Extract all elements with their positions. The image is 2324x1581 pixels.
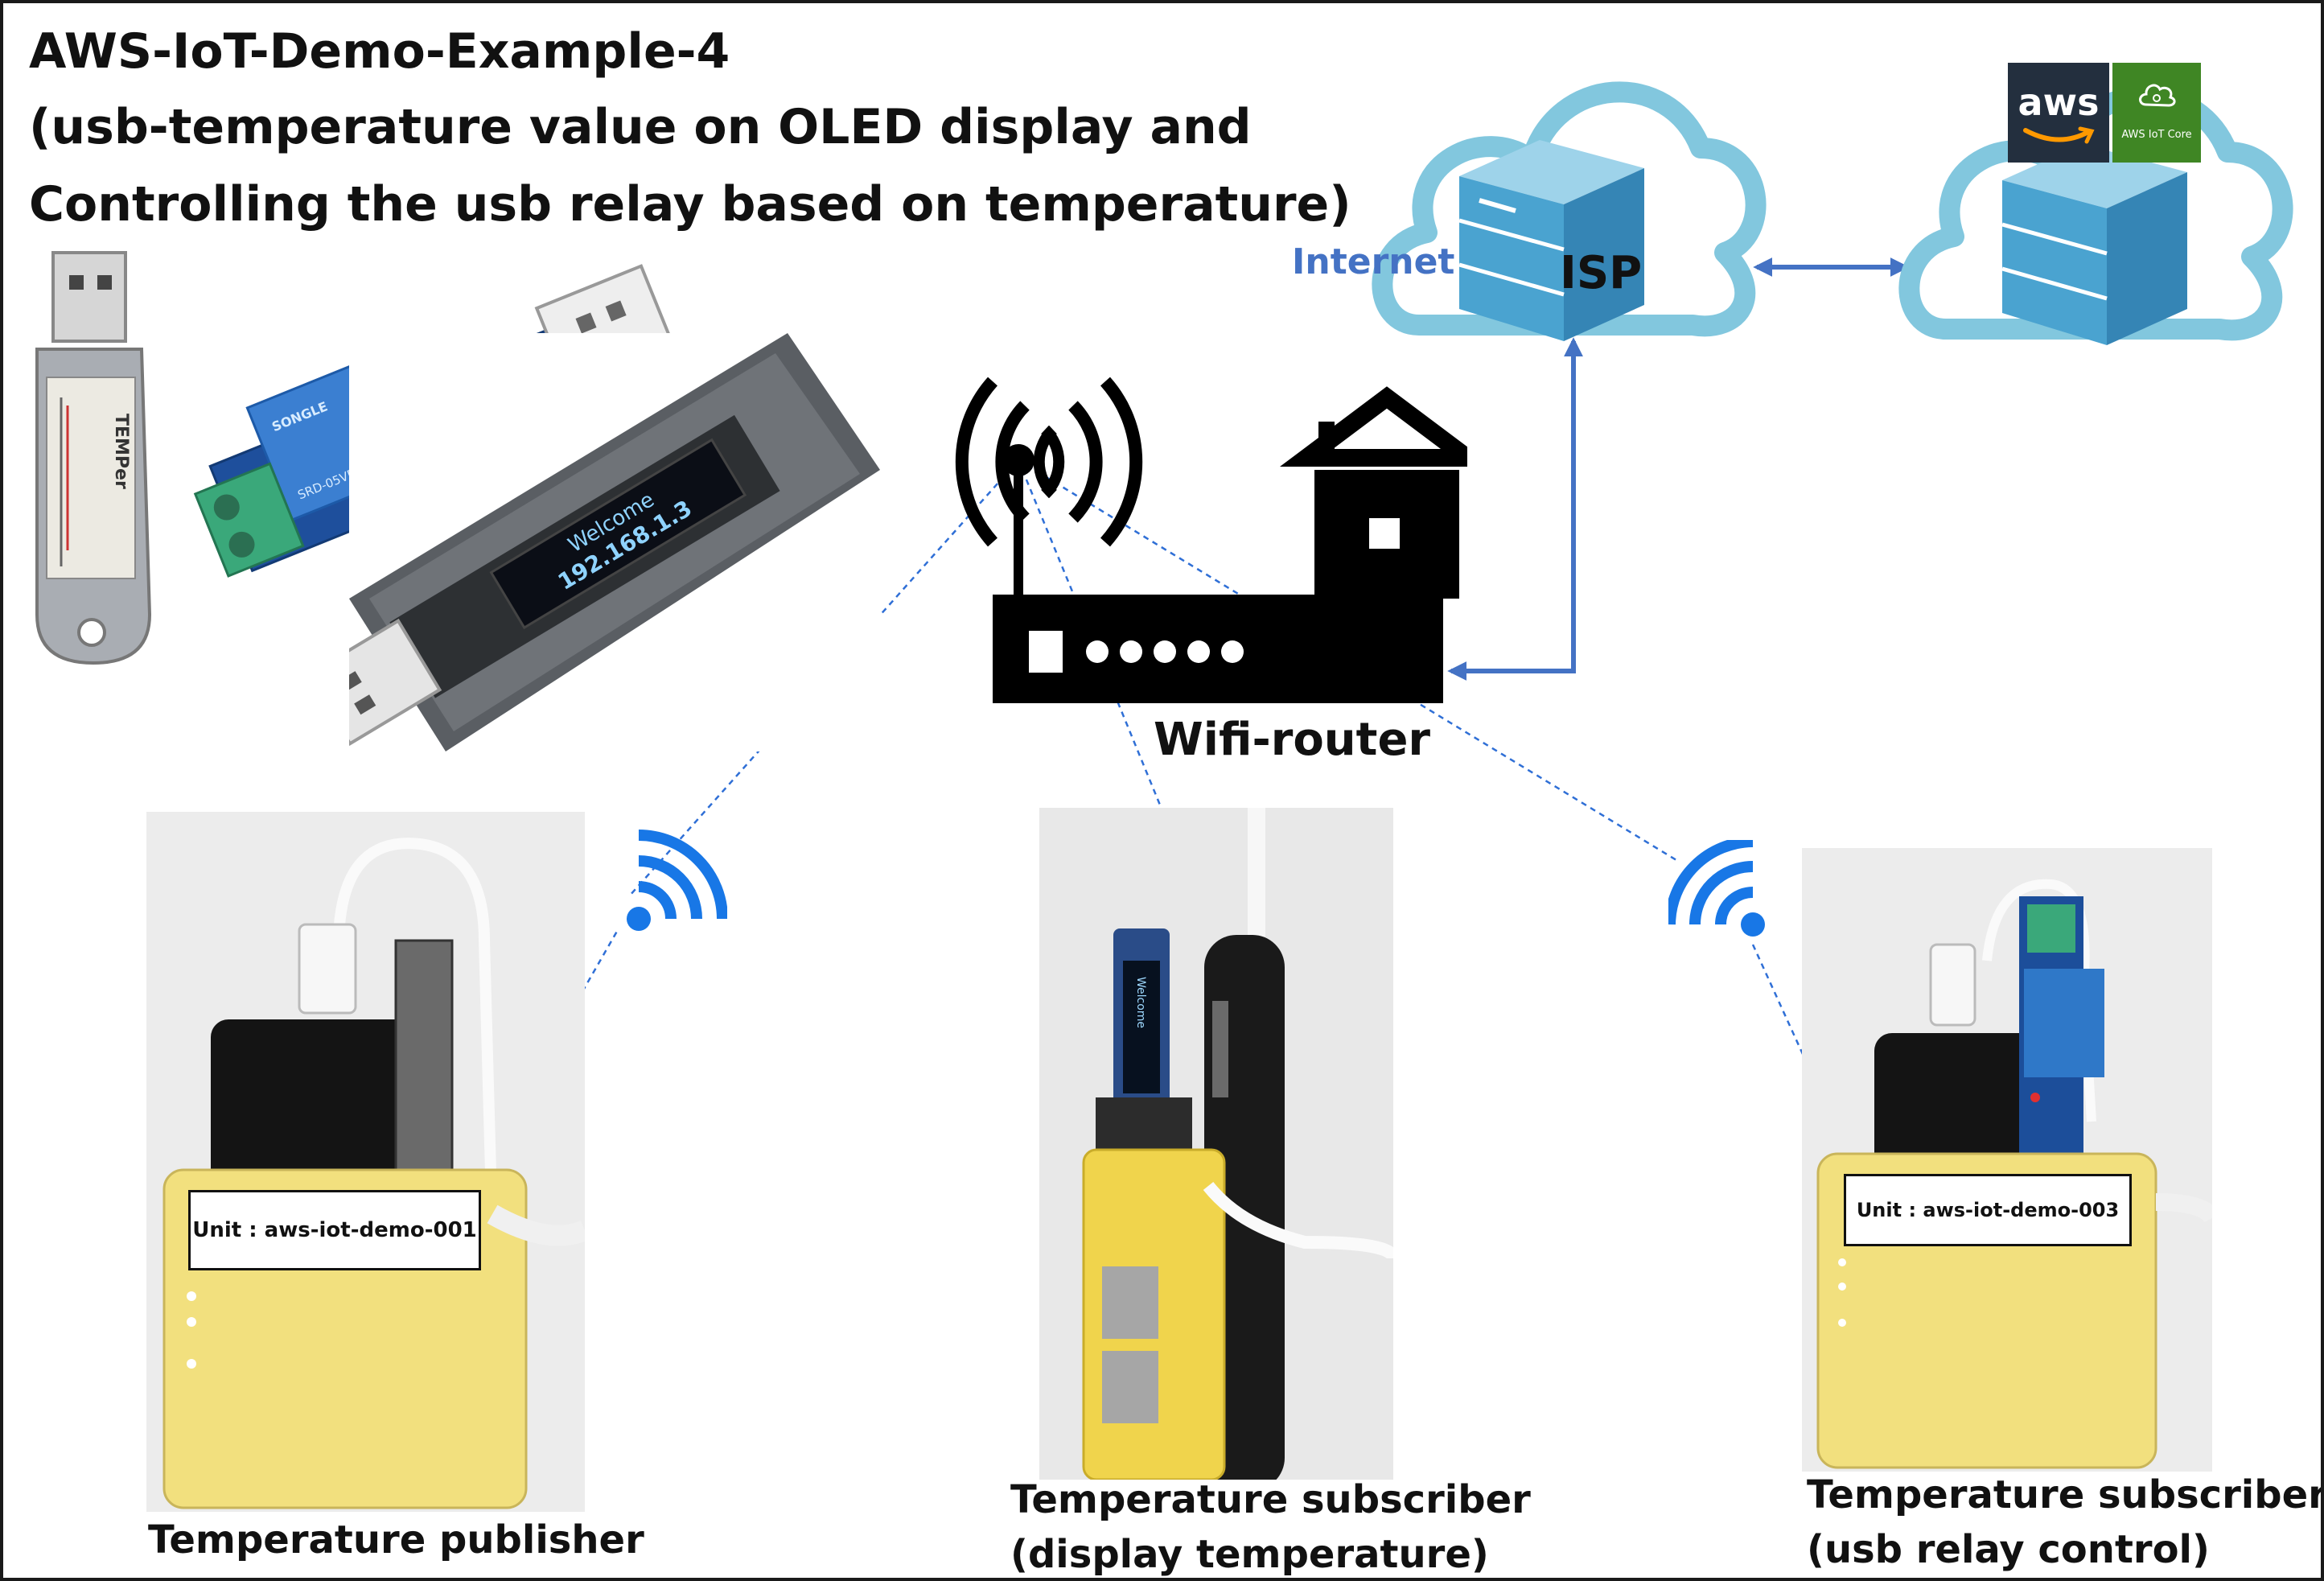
oled-usb-display-photo: Welcome 192.168.1.3: [349, 333, 880, 751]
iot-core-cloud-icon: [2139, 84, 2176, 107]
diagram-title-line-1: AWS-IoT-Demo-Example-4: [29, 23, 730, 80]
oled-usb-display-illustration: Welcome 192.168.1.3: [349, 333, 880, 751]
temper-brand-text: TEMPer: [111, 414, 131, 489]
isp-label: ISP: [1560, 247, 1643, 299]
isp-cloud: [1372, 81, 1767, 341]
unit-002-caption-line-2: (display temperature): [1010, 1532, 1489, 1577]
unit-002-caption-line-1: Temperature subscriber: [1010, 1477, 1531, 1522]
diagram-title-line-3: Controlling the usb relay based on tempe…: [29, 176, 1351, 233]
router-isp-link-arrow: [1447, 337, 1583, 681]
unit-001-device-illustration: [146, 812, 585, 1512]
wifi-signal-icon-publisher: [627, 830, 727, 931]
aws-smile-icon: [2023, 126, 2095, 144]
temper-usb-thermometer: TEMPer: [35, 251, 152, 665]
wifi-signal-icon-relay-subscriber: [1668, 840, 1765, 937]
unit-003-caption-line-2: (usb relay control): [1807, 1527, 2210, 1572]
internet-label: Internet: [1292, 241, 1455, 282]
aws-logo-text: aws: [2018, 80, 2100, 124]
unit-002-device-illustration: Welcome: [1039, 808, 1393, 1480]
unit-001-caption: Temperature publisher: [148, 1517, 644, 1562]
aws-iot-core-label: AWS IoT Core: [2121, 129, 2192, 141]
unit-001-photo: Unit : aws-iot-demo-001: [146, 812, 585, 1512]
unit-003-device-illustration: [1802, 848, 2212, 1472]
diagram-title-line-2: (usb-temperature value on OLED display a…: [29, 99, 1252, 155]
unit-003-caption-line-1: Temperature subscriber: [1807, 1472, 2324, 1517]
home-icon: [1280, 386, 1467, 599]
wifi-link-relay-subscriber: [1018, 459, 1677, 862]
aws-iot-core-logo: AWS IoT Core: [2112, 63, 2201, 163]
wifi-router-label: Wifi-router: [1154, 714, 1431, 766]
svg-text:Welcome: Welcome: [1134, 977, 1147, 1028]
aws-logo: aws: [2008, 63, 2109, 163]
wifi-link-publisher: [628, 459, 1019, 897]
aws-server-icon: [2001, 144, 2187, 345]
isp-server-icon: [1458, 140, 1644, 341]
unit-002-photo: Welcome: [1039, 808, 1393, 1480]
unit-003-photo: Unit : aws-iot-demo-003: [1802, 848, 2212, 1472]
wifi-router-icon: [955, 377, 1467, 703]
unit-001-id-label: Unit : aws-iot-demo-001: [188, 1190, 481, 1270]
unit-003-id-label: Unit : aws-iot-demo-003: [1844, 1174, 2132, 1246]
